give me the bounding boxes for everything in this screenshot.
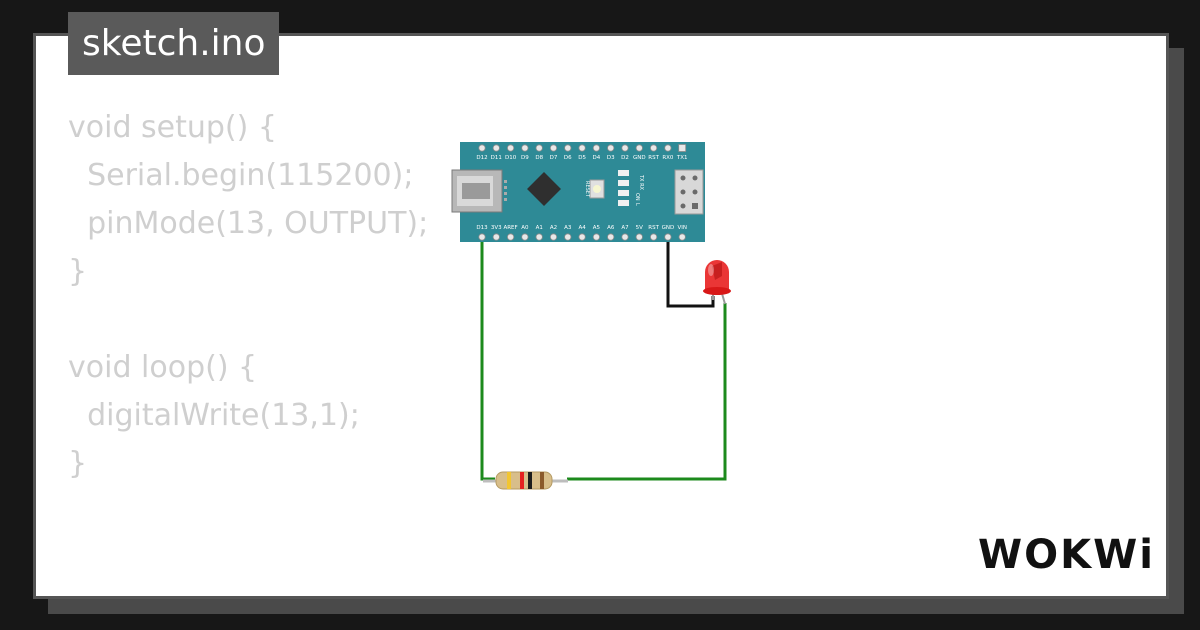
rx-label: RX <box>638 183 644 190</box>
pin-a5[interactable]: A5 <box>593 225 601 241</box>
resistor-band <box>507 472 511 489</box>
mcu-chip <box>527 172 561 206</box>
pin-d6[interactable]: D6 <box>564 144 572 161</box>
pin-d8[interactable]: D8 <box>535 144 544 161</box>
pin-aref[interactable]: AREF <box>503 225 518 241</box>
wokwi-logo-text: WOKWi <box>978 532 1155 578</box>
bottom-pin-label: A5 <box>593 225 601 231</box>
bottom-pin-label: A7 <box>621 225 629 231</box>
top-pin-label: D6 <box>564 155 572 161</box>
code-line: Serial.begin(115200); <box>68 158 414 193</box>
bottom-pin-label: AREF <box>503 225 517 231</box>
wire-d13-to-resistor[interactable] <box>480 237 495 481</box>
pin-a3[interactable]: A3 <box>564 225 572 241</box>
pin-a7[interactable]: A7 <box>621 225 629 241</box>
bottom-pin-label: 5V <box>636 225 643 231</box>
pin-gnd[interactable]: GND <box>633 144 646 161</box>
bottom-pin-label: A0 <box>521 225 529 231</box>
wokwi-logo: WOKWi <box>978 532 1155 578</box>
code-line: } <box>68 446 88 481</box>
l-label: L <box>634 203 640 206</box>
resistor-band <box>528 472 532 489</box>
on-label: ON <box>634 193 640 201</box>
tx-rx-label: TX RX <box>638 174 644 191</box>
pin-d13[interactable]: D13 <box>476 225 488 241</box>
bottom-pin-label: 3V3 <box>491 225 502 231</box>
code-line: pinMode(13, OUTPUT); <box>68 206 429 241</box>
tx-led-indicator <box>618 170 629 176</box>
pin-d4[interactable]: D4 <box>593 144 601 161</box>
bottom-pin-label: VIN <box>677 225 687 231</box>
pin-d11[interactable]: D11 <box>491 144 502 161</box>
wire-gnd-to-led[interactable] <box>666 237 715 308</box>
pin-rst[interactable]: RST <box>648 144 660 161</box>
pin-d7[interactable]: D7 <box>550 144 558 161</box>
code-preview: void setup() { Serial.begin(115200); pin… <box>68 104 428 488</box>
top-pin-label: D11 <box>491 155 502 161</box>
pin-a4[interactable]: A4 <box>578 225 586 241</box>
pin-5v[interactable]: 5V <box>636 225 643 241</box>
resistor-band <box>540 472 544 489</box>
top-pin-label: D7 <box>550 155 558 161</box>
pin-3v3[interactable]: 3V3 <box>491 225 502 241</box>
top-pin-label: D9 <box>521 155 529 161</box>
top-pin-label: D4 <box>593 155 601 161</box>
pin-rx0[interactable]: RX0 <box>662 144 674 161</box>
on-led-indicator <box>618 190 629 196</box>
pin-vin[interactable]: VIN <box>677 225 687 241</box>
icsp-header <box>674 169 704 215</box>
pin-d10[interactable]: D10 <box>505 144 517 161</box>
pin-d3[interactable]: D3 <box>607 144 615 161</box>
top-pin-label: D5 <box>578 155 586 161</box>
bottom-pin-label: A3 <box>564 225 572 231</box>
tx-label: TX <box>638 174 644 182</box>
code-line: digitalWrite(13,1); <box>68 398 360 433</box>
top-pin-label: RST <box>648 155 659 161</box>
code-line: void setup() { <box>68 110 277 145</box>
bottom-pin-label: A2 <box>550 225 557 231</box>
project-card <box>33 33 1169 599</box>
code-line: void loop() { <box>68 350 258 385</box>
top-pin-label: D10 <box>505 155 517 161</box>
red-led[interactable] <box>703 260 731 305</box>
icsp-pins <box>680 175 698 209</box>
l-led-indicator <box>618 200 629 206</box>
bottom-pin-label: A1 <box>536 225 543 231</box>
pin-rst[interactable]: RST <box>648 225 660 241</box>
top-pin-label: RX0 <box>662 155 674 161</box>
bottom-pin-label: A4 <box>578 225 586 231</box>
bottom-pin-label: D13 <box>476 225 488 231</box>
top-pin-label: D2 <box>621 155 629 161</box>
pin-tx1[interactable]: TX1 <box>676 144 688 162</box>
pin-d12[interactable]: D12 <box>476 144 488 161</box>
pin-d9[interactable]: D9 <box>521 144 529 161</box>
resistor[interactable] <box>483 471 568 490</box>
pin-a1[interactable]: A1 <box>536 225 543 241</box>
bottom-pin-label: A6 <box>607 225 615 231</box>
pin-d2[interactable]: D2 <box>621 144 629 161</box>
top-pin-label: D3 <box>607 155 615 161</box>
top-pin-label: D12 <box>476 155 487 161</box>
top-pin-label: GND <box>633 155 646 161</box>
resistor-band <box>520 472 524 489</box>
reset-label: RESET <box>584 181 590 198</box>
file-name-tab[interactable]: sketch.ino <box>68 12 280 75</box>
pin-a2[interactable]: A2 <box>550 225 557 241</box>
bottom-pin-label: RST <box>648 225 659 231</box>
pin-a0[interactable]: A0 <box>521 225 529 241</box>
pin-a6[interactable]: A6 <box>607 225 615 241</box>
top-pin-label: D8 <box>535 155 543 161</box>
rx-led-indicator <box>618 180 629 186</box>
pin-gnd[interactable]: GND <box>662 225 675 241</box>
pin-d5[interactable]: D5 <box>578 144 586 161</box>
top-pin-label: TX1 <box>676 155 688 161</box>
code-line: } <box>68 254 88 289</box>
bottom-pin-label: GND <box>662 225 675 231</box>
wire-resistor-to-led[interactable] <box>567 303 727 481</box>
